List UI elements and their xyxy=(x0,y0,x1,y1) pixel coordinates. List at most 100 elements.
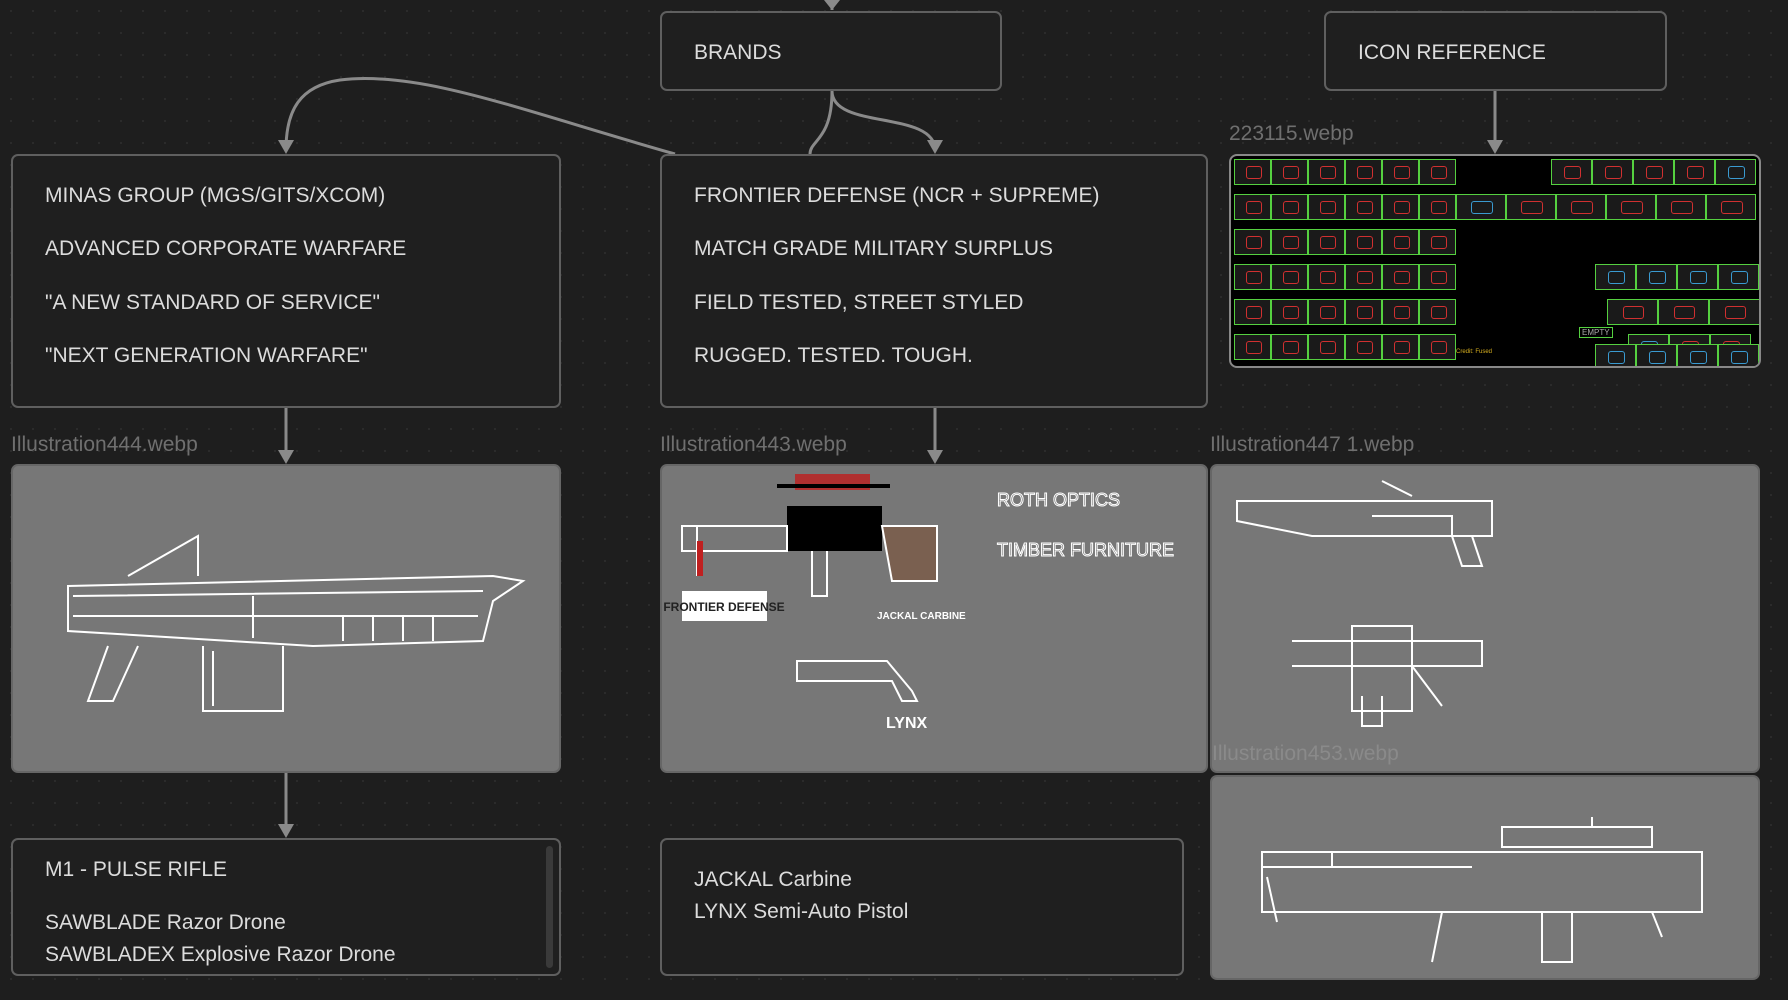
icon-cell xyxy=(1382,334,1419,360)
node-line: M1 - PULSE RIFLE xyxy=(45,858,228,881)
icon-cell xyxy=(1345,299,1382,325)
icon-cell xyxy=(1234,334,1271,360)
node-line: "NEXT GENERATION WARFARE" xyxy=(45,344,368,367)
icon-cell xyxy=(1234,264,1271,290)
icon-cell xyxy=(1658,299,1709,325)
credit-label: Credit: Fused xyxy=(1456,349,1493,355)
brands-title: BRANDS xyxy=(694,41,782,64)
node-line: FRONTIER DEFENSE (NCR + SUPREME) xyxy=(694,184,1100,207)
icon-cell xyxy=(1606,194,1656,220)
minas-group-node[interactable]: MINAS GROUP (MGS/GITS/XCOM) ADVANCED COR… xyxy=(11,154,561,408)
icon-cell xyxy=(1419,229,1456,255)
icon-cell xyxy=(1382,299,1419,325)
frontier-defense-logo: FRONTIER DEFENSE xyxy=(663,600,784,614)
icon-cell xyxy=(1592,159,1633,185)
node-line: JACKAL Carbine xyxy=(694,868,852,891)
icon-cell xyxy=(1308,264,1345,290)
image-filename-label: 223115.webp xyxy=(1229,122,1354,145)
image-filename-label: Illustration444.webp xyxy=(11,433,198,456)
icon-cell xyxy=(1718,344,1759,366)
frontier-defense-node[interactable]: FRONTIER DEFENSE (NCR + SUPREME) MATCH G… xyxy=(660,154,1208,408)
icon-reference-image[interactable]: EMPTY Credit: Fused xyxy=(1229,154,1761,368)
image-filename-label: Illustration443.webp xyxy=(660,433,847,456)
illustration-447-sketch[interactable] xyxy=(1210,464,1760,773)
icon-cell xyxy=(1419,299,1456,325)
icon-cell xyxy=(1345,159,1382,185)
icon-cell xyxy=(1382,264,1419,290)
icon-cell xyxy=(1234,299,1271,325)
frontier-weapons-sketch: FRONTIER DEFENSE JACKAL CARBINE LYNX ROT… xyxy=(663,474,1175,732)
icon-cell xyxy=(1556,194,1606,220)
node-line: MATCH GRADE MILITARY SURPLUS xyxy=(694,237,1054,260)
icon-cell xyxy=(1345,264,1382,290)
lynx-logo: LYNX xyxy=(886,715,928,732)
jackal-logo: JACKAL CARBINE xyxy=(877,611,966,622)
node-line: SAWBLADE Razor Drone xyxy=(45,911,286,934)
icon-cell xyxy=(1345,334,1382,360)
icon-cell xyxy=(1656,194,1706,220)
node-line: SAWBLADEX Explosive Razor Drone xyxy=(45,943,396,966)
icon-cell xyxy=(1271,159,1308,185)
node-line: "A NEW STANDARD OF SERVICE" xyxy=(45,291,381,314)
icon-reference-node[interactable]: ICON REFERENCE xyxy=(1324,11,1667,91)
icon-cell xyxy=(1271,264,1308,290)
sniper-rifle-sketch xyxy=(1261,817,1703,963)
icon-cell xyxy=(1382,194,1419,220)
icon-cell xyxy=(1382,159,1419,185)
node-line: MINAS GROUP (MGS/GITS/XCOM) xyxy=(45,184,386,207)
roth-optics-logo: ROTH OPTICS xyxy=(997,490,1120,510)
image-filename-label: Illustration447 1.webp xyxy=(1210,433,1415,456)
icon-cell xyxy=(1636,344,1677,366)
node-scrollbar[interactable] xyxy=(546,846,553,968)
icon-cell xyxy=(1234,194,1271,220)
illustration-443-frontier-sheet[interactable]: FRONTIER DEFENSE JACKAL CARBINE LYNX ROT… xyxy=(660,464,1208,773)
icon-cell xyxy=(1271,334,1308,360)
timber-furniture-logo: TIMBER FURNITURE xyxy=(997,540,1174,560)
icon-cell xyxy=(1271,229,1308,255)
icon-cell xyxy=(1234,159,1271,185)
minas-products-node[interactable]: M1 - PULSE RIFLE SAWBLADE Razor Drone SA… xyxy=(11,838,561,976)
brands-node[interactable]: BRANDS xyxy=(660,11,1002,91)
icon-reference-title: ICON REFERENCE xyxy=(1358,41,1546,64)
icon-cell xyxy=(1382,229,1419,255)
icon-cell xyxy=(1419,159,1456,185)
icon-cell xyxy=(1674,159,1715,185)
icon-cell xyxy=(1308,159,1345,185)
icon-cell xyxy=(1595,264,1636,290)
icon-cell xyxy=(1308,334,1345,360)
icon-cell xyxy=(1308,194,1345,220)
node-line: FIELD TESTED, STREET STYLED xyxy=(694,291,1024,314)
icon-cell xyxy=(1419,194,1456,220)
image-filename-label: Illustration453.webp xyxy=(1212,742,1399,765)
icon-cell xyxy=(1271,194,1308,220)
frontier-products-node[interactable]: JACKAL Carbine LYNX Semi-Auto Pistol xyxy=(660,838,1184,976)
icon-cell xyxy=(1308,299,1345,325)
icon-cell xyxy=(1456,194,1506,220)
smg-sketches xyxy=(1236,480,1493,727)
icon-cell xyxy=(1308,229,1345,255)
icon-cell xyxy=(1718,264,1759,290)
node-line: ADVANCED CORPORATE WARFARE xyxy=(45,237,407,260)
icon-cell xyxy=(1677,264,1718,290)
icon-cell xyxy=(1551,159,1592,185)
icon-cell xyxy=(1595,344,1636,366)
empty-label: EMPTY xyxy=(1579,327,1613,338)
node-line: RUGGED. TESTED. TOUGH. xyxy=(694,344,973,367)
icon-cell xyxy=(1345,229,1382,255)
icon-cell xyxy=(1271,299,1308,325)
illustration-453-sketch[interactable] xyxy=(1210,775,1760,980)
icon-cell xyxy=(1607,299,1658,325)
illustration-444-pulse-rifle[interactable] xyxy=(11,464,561,773)
icon-cell xyxy=(1506,194,1556,220)
node-line: LYNX Semi-Auto Pistol xyxy=(694,900,909,923)
icon-cell xyxy=(1677,344,1718,366)
pulse-rifle-sketch xyxy=(67,534,526,712)
icon-cell xyxy=(1234,229,1271,255)
icon-cell xyxy=(1715,159,1756,185)
icon-cell xyxy=(1706,194,1756,220)
icon-cell xyxy=(1636,264,1677,290)
icon-cell xyxy=(1419,334,1456,360)
icon-cell xyxy=(1709,299,1759,325)
icon-cell xyxy=(1633,159,1674,185)
